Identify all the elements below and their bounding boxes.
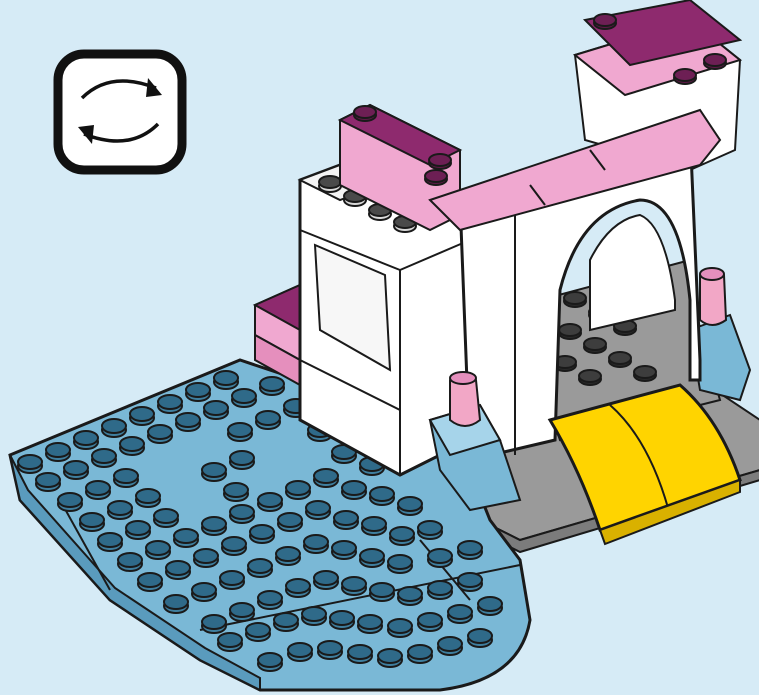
rotate-icon <box>58 54 182 170</box>
right-crystal <box>700 268 726 325</box>
left-crystal <box>450 372 480 426</box>
